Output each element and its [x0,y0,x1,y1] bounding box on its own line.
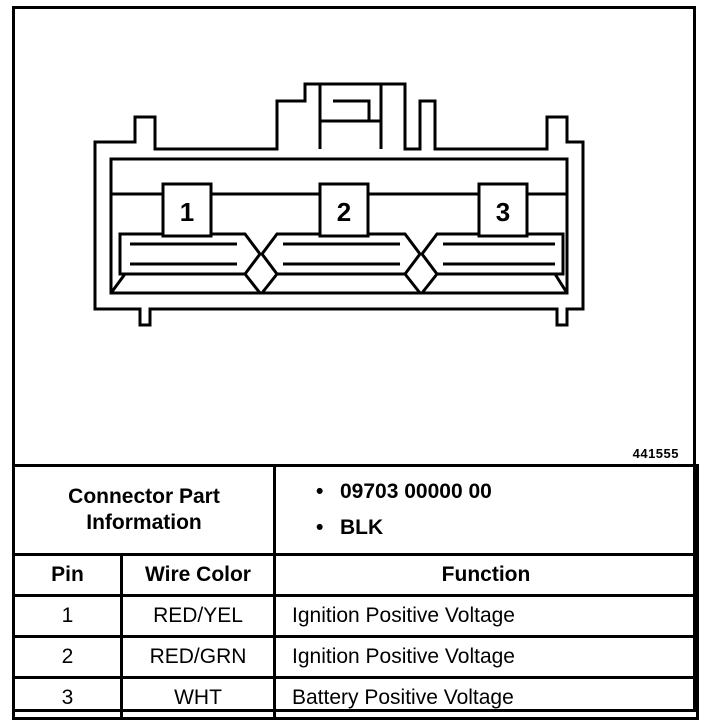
pin-cavity-2 [318,182,370,238]
figure-number: 441555 [632,446,679,461]
bullet-icon: • [316,516,324,539]
terminal-channel-right [420,232,565,276]
row-function: Ignition Positive Voltage [273,635,699,679]
row-function: Ignition Positive Voltage [273,594,699,638]
connector-housing-outline [93,82,585,327]
part-number: 09703 00000 00 [340,480,492,503]
row-pin: 1 [12,594,123,638]
connector-color: BLK [340,516,384,539]
row-function: Battery Positive Voltage [273,676,699,720]
table-row: 1 RED/YEL Ignition Positive Voltage [12,594,699,638]
terminal-channel-middle [260,232,422,276]
connector-color-item: • BLK [316,510,696,546]
table-row: 3 WHT Battery Positive Voltage [12,676,699,720]
part-number-item: • 09703 00000 00 [316,474,696,510]
pin-label-1: 1 [180,197,194,227]
terminal-channel-left [118,232,262,276]
connector-bevels [109,273,569,294]
pin-cavity-3 [477,182,529,238]
part-info-row: Connector Part Information • 09703 00000 … [12,464,699,556]
header-pin: Pin [12,553,123,597]
pin-label-3: 3 [496,197,510,227]
header-row: Pin Wire Color Function [12,553,699,597]
table-row: 2 RED/GRN Ignition Positive Voltage [12,635,699,679]
connector-drawing: 1 2 3 [93,82,585,327]
header-wire-color: Wire Color [120,553,276,597]
row-pin: 3 [12,676,123,720]
row-wire-color: RED/YEL [120,594,276,638]
row-wire-color: RED/GRN [120,635,276,679]
part-info-label-line2: Information [86,511,202,534]
pin-cavity-1 [161,182,213,238]
part-info-label: Connector Part Information [12,464,276,556]
pin-label-2: 2 [337,197,351,227]
bullet-icon: • [316,480,324,503]
connector-latch [318,84,383,149]
header-function: Function [273,553,699,597]
connector-info-table: Connector Part Information • 09703 00000 … [12,464,699,720]
row-pin: 2 [12,635,123,679]
part-info-label-line1: Connector Part [68,485,220,508]
diagram-frame: 1 2 3 441555 Connector Part Information … [12,6,699,720]
part-info-values: • 09703 00000 00 • BLK [273,464,699,556]
row-wire-color: WHT [120,676,276,720]
